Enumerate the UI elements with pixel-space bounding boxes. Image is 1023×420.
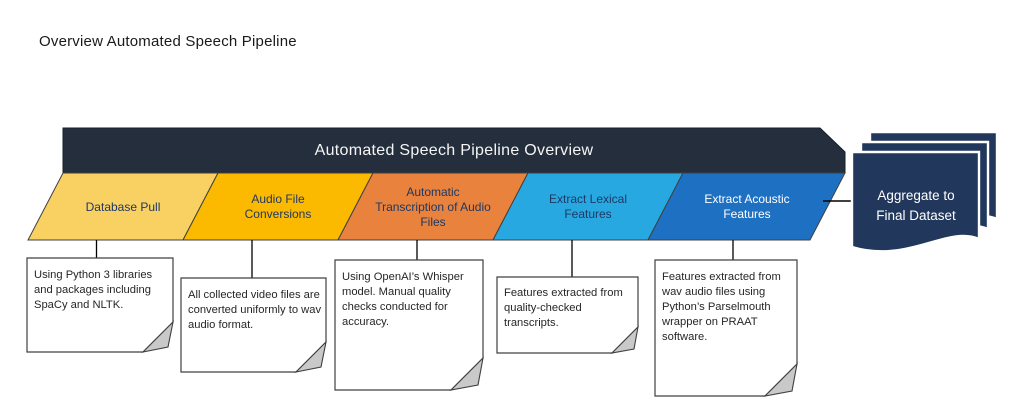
stage-chevron-acoustic-features (647, 172, 846, 241)
banner-shape (62, 127, 846, 174)
note-box-1 (26, 257, 174, 353)
page-title: Overview Automated Speech Pipeline (39, 33, 297, 50)
folded-corner-icon (610, 325, 639, 354)
note-box-2 (180, 277, 327, 373)
folded-corner-icon (449, 356, 484, 391)
document-stack-front (850, 150, 981, 253)
note-box-3 (334, 259, 484, 391)
folded-corner-icon (294, 340, 327, 373)
folded-corner-icon (763, 362, 798, 397)
folded-corner-icon (141, 320, 174, 353)
note-box-5 (654, 259, 798, 397)
note-box-4 (496, 276, 639, 354)
